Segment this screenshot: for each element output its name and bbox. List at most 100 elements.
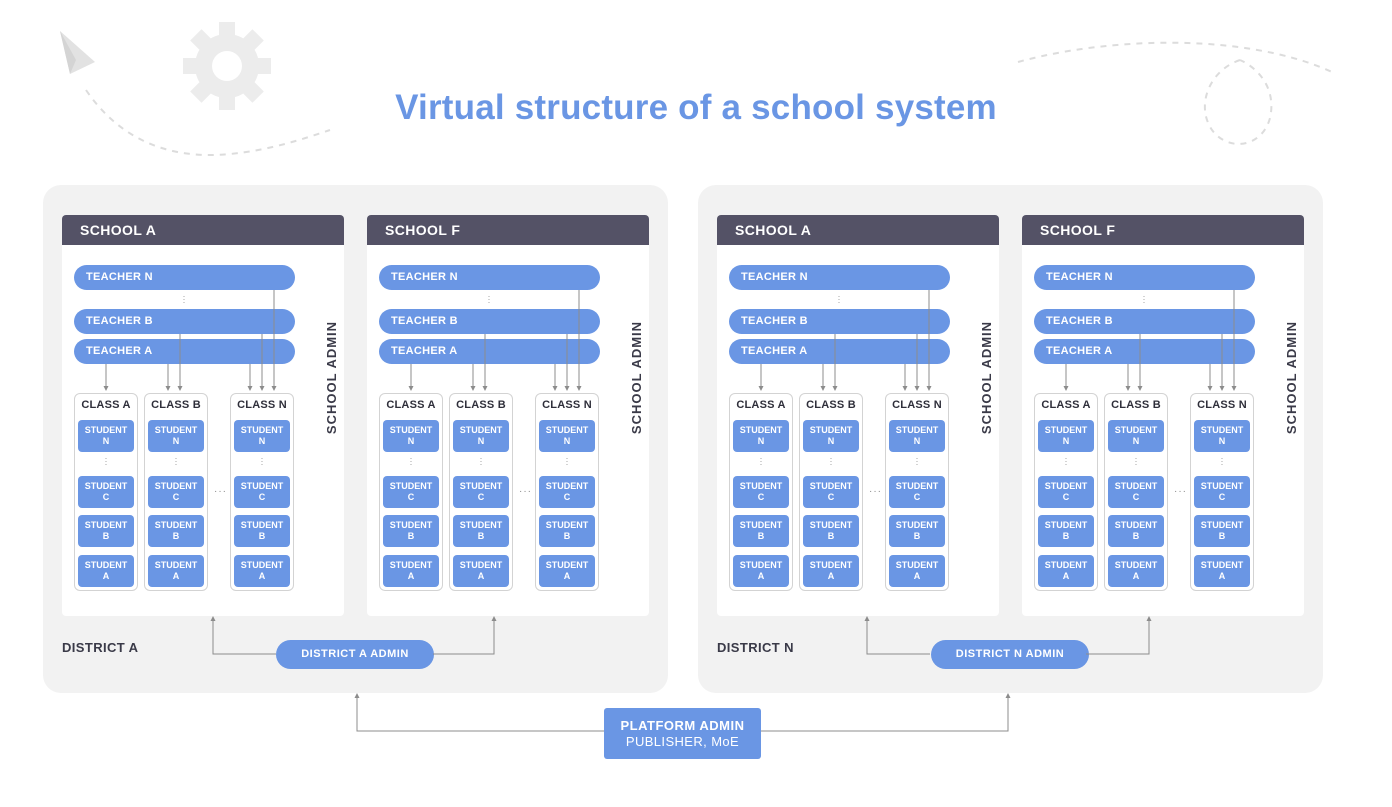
ellipsis-vertical: ··· — [479, 453, 483, 469]
class-label: CLASS N — [542, 399, 592, 411]
ellipsis-horizontal: ··· — [214, 486, 227, 497]
teacher-class-connectors — [103, 290, 277, 391]
class-label: CLASS A — [81, 399, 131, 411]
school-name: SCHOOL A — [62, 215, 344, 245]
district-admin-pill: DISTRICT N ADMIN — [931, 640, 1089, 669]
ellipsis-vertical: ··· — [1220, 453, 1224, 469]
teacher-pill: TEACHER N — [379, 265, 600, 290]
teacher-pill: TEACHER A — [729, 339, 950, 364]
teacher-pill: TEACHER B — [729, 309, 950, 334]
district-label: DISTRICT A — [62, 640, 139, 655]
ellipsis-vertical: ··· — [1064, 453, 1068, 469]
ellipsis-horizontal: ··· — [1174, 486, 1187, 497]
teacher-class-connectors — [758, 290, 932, 391]
teacher-pill: TEACHER B — [74, 309, 295, 334]
ellipsis-vertical: ··· — [1142, 291, 1146, 307]
district-label: DISTRICT N — [717, 640, 794, 655]
ellipsis-vertical: ··· — [829, 453, 833, 469]
ellipsis-vertical: ··· — [915, 453, 919, 469]
class-label: CLASS N — [1197, 399, 1247, 411]
school-name: SCHOOL F — [1022, 215, 1304, 245]
ellipsis-vertical: ··· — [759, 453, 763, 469]
teacher-pill: TEACHER N — [729, 265, 950, 290]
class-label: CLASS A — [736, 399, 786, 411]
ellipsis-vertical: ··· — [837, 291, 841, 307]
class-label: CLASS B — [456, 399, 506, 411]
teacher-class-connectors — [1063, 290, 1237, 391]
ellipsis-vertical: ··· — [409, 453, 413, 469]
teacher-pill: TEACHER N — [1034, 265, 1255, 290]
ellipsis-horizontal: ··· — [869, 486, 882, 497]
teacher-pill: TEACHER B — [1034, 309, 1255, 334]
class-label: CLASS N — [237, 399, 287, 411]
ellipsis-vertical: ··· — [182, 291, 186, 307]
paper-plane-icon — [60, 31, 95, 74]
teacher-pill: TEACHER N — [74, 265, 295, 290]
teacher-pill: TEACHER B — [379, 309, 600, 334]
district-admin-pill: DISTRICT A ADMIN — [276, 640, 434, 669]
teacher-pill: TEACHER A — [379, 339, 600, 364]
teacher-pill: TEACHER A — [1034, 339, 1255, 364]
ellipsis-vertical: ··· — [260, 453, 264, 469]
class-label: CLASS N — [892, 399, 942, 411]
ellipsis-horizontal: ··· — [519, 486, 532, 497]
teacher-class-connectors — [408, 290, 582, 391]
ellipsis-vertical: ··· — [104, 453, 108, 469]
class-label: CLASS A — [386, 399, 436, 411]
class-label: CLASS B — [806, 399, 856, 411]
teacher-pill: TEACHER A — [74, 339, 295, 364]
ellipsis-vertical: ··· — [174, 453, 178, 469]
ellipsis-vertical: ··· — [565, 453, 569, 469]
class-label: CLASS B — [1111, 399, 1161, 411]
school-name: SCHOOL A — [717, 215, 999, 245]
